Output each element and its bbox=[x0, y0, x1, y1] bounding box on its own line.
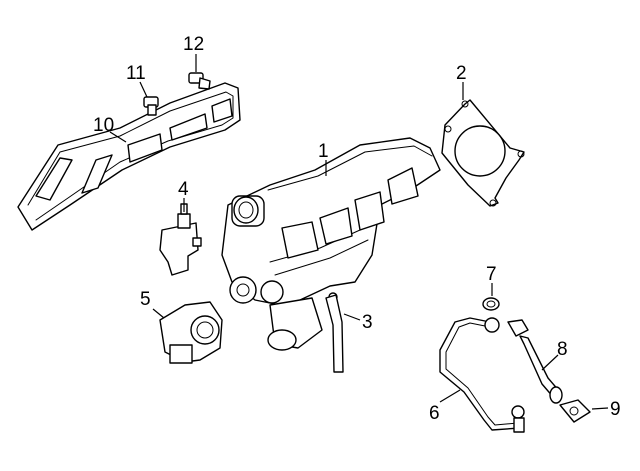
callout-1: 1 bbox=[318, 141, 329, 162]
seal-washer-drawing bbox=[482, 297, 500, 311]
callout-11: 11 bbox=[126, 63, 146, 84]
callout-2: 2 bbox=[456, 63, 467, 84]
callout-8: 8 bbox=[557, 339, 568, 360]
callout-9: 9 bbox=[610, 399, 621, 420]
recirculation-valve-drawing bbox=[159, 301, 223, 364]
callout-3: 3 bbox=[362, 312, 373, 333]
callout-4: 4 bbox=[178, 179, 189, 200]
leader-lines bbox=[109, 54, 609, 410]
heat-shield-drawing bbox=[17, 82, 241, 231]
callout-6: 6 bbox=[429, 403, 440, 424]
callout-12: 12 bbox=[183, 34, 204, 55]
turbo-gasket-drawing bbox=[441, 99, 525, 207]
callout-10: 10 bbox=[93, 115, 114, 136]
boost-valve-drawing bbox=[159, 203, 202, 276]
callout-labels: 1 2 3 4 5 6 7 8 9 10 11 12 bbox=[93, 34, 621, 424]
turbocharger-drawing bbox=[221, 137, 441, 351]
callout-7: 7 bbox=[486, 264, 497, 285]
oil-feed-line-drawing bbox=[439, 317, 525, 433]
oil-return-line-drawing bbox=[507, 319, 563, 404]
shield-stud-drawing bbox=[188, 72, 211, 90]
shield-bolt-drawing bbox=[143, 96, 159, 116]
bracket-strap-drawing bbox=[325, 294, 344, 373]
return-gasket-drawing bbox=[559, 399, 591, 423]
callout-5: 5 bbox=[140, 289, 151, 310]
